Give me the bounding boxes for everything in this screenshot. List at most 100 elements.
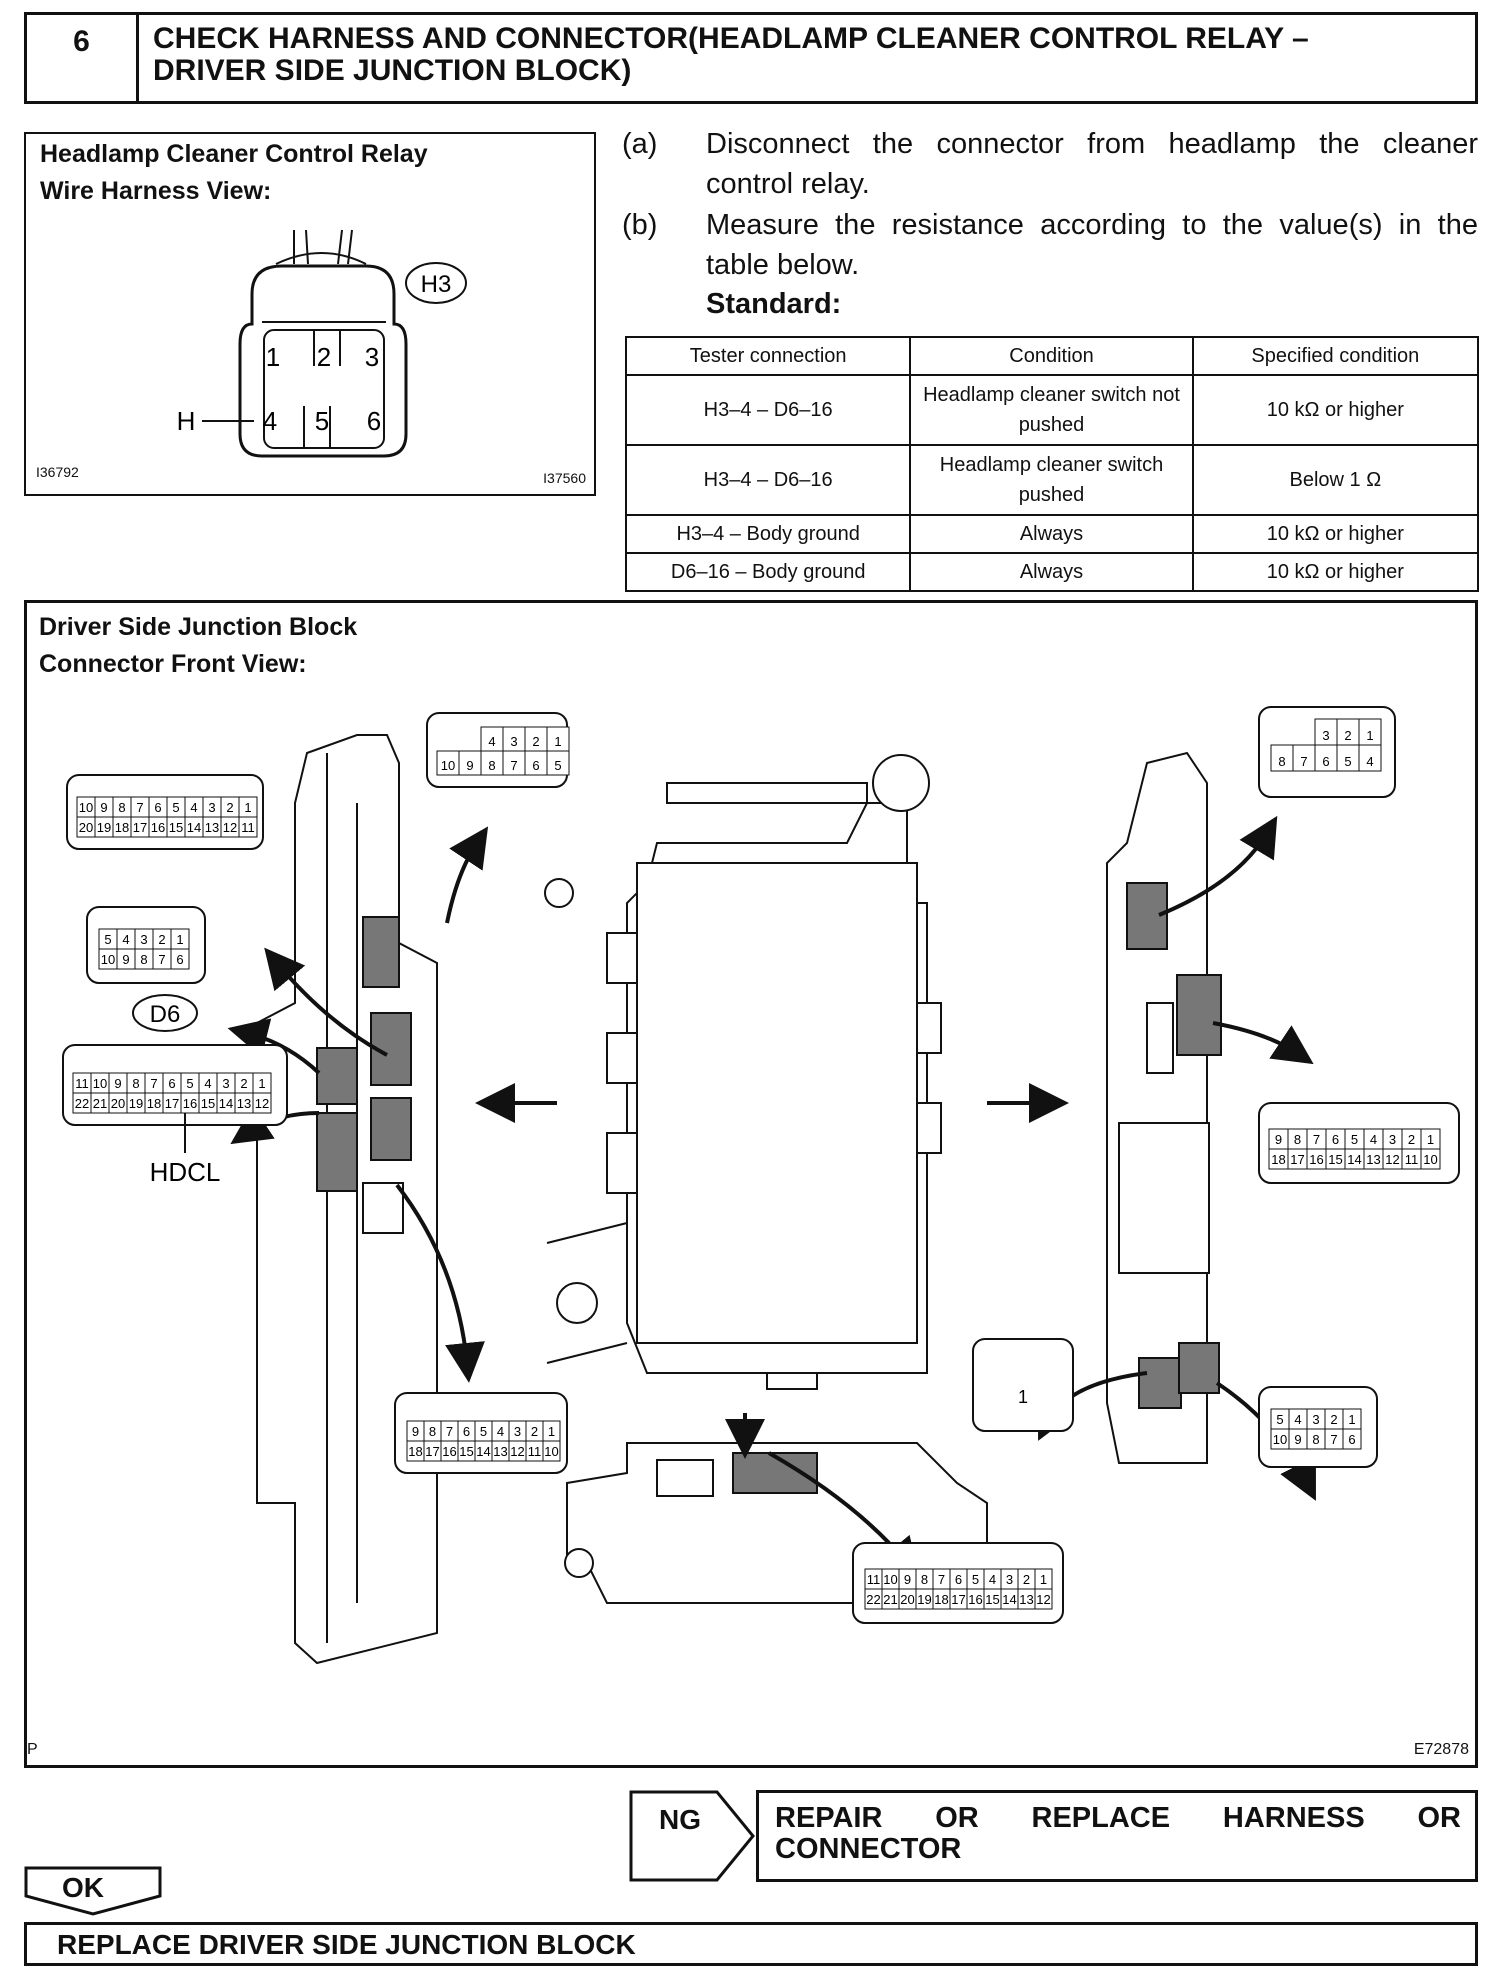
connector-pin-number: 9 bbox=[466, 758, 473, 773]
connector-pin-number: 7 bbox=[150, 1076, 157, 1091]
connector-pin-number: 17 bbox=[165, 1096, 179, 1111]
instruction-b-tag: (b) bbox=[622, 209, 658, 241]
final-action-text: REPLACE DRIVER SIDE JUNCTION BLOCK bbox=[57, 1929, 636, 1960]
connector-pin-number: 16 bbox=[151, 820, 165, 835]
relay-pin-pointer-label: H bbox=[177, 406, 196, 436]
connector-pin-number: 13 bbox=[493, 1444, 507, 1459]
connector-pin-number: 1 bbox=[258, 1076, 265, 1091]
table-cell: H3–4 – D6–16 bbox=[624, 374, 912, 446]
connector-pin-number: 17 bbox=[951, 1592, 965, 1607]
connector-pin-number: 10 bbox=[1423, 1152, 1437, 1167]
d6-label: D6 bbox=[150, 1001, 181, 1028]
connector-pin-number: 7 bbox=[1330, 1432, 1337, 1447]
connector-pin-number: 5 bbox=[1344, 754, 1351, 769]
junction-figure-title-line2: Connector Front View: bbox=[39, 650, 307, 678]
connector-pin-number: 11 bbox=[1405, 1152, 1419, 1167]
connector-pin-cell bbox=[546, 750, 570, 776]
connector-pin-number: 7 bbox=[1313, 1132, 1320, 1147]
connector-pin-number: 1 bbox=[1366, 728, 1373, 743]
junction-figure-code: E72878 bbox=[1413, 1741, 1469, 1758]
connector-pin-number: 1 bbox=[176, 932, 183, 947]
connector-pin-number: 4 bbox=[204, 1076, 211, 1091]
connector-pin-number: 15 bbox=[201, 1096, 215, 1111]
table-cell: Headlamp cleaner switch pushed bbox=[909, 444, 1194, 516]
connector-pin-number: 1 bbox=[1348, 1412, 1355, 1427]
connector-pin-number: 1 bbox=[548, 1424, 555, 1439]
connector-pin-number: 12 bbox=[223, 820, 237, 835]
table-header: Tester connection bbox=[624, 336, 912, 376]
connector-pin-number: 13 bbox=[205, 820, 219, 835]
connector-pin-number: 16 bbox=[183, 1096, 197, 1111]
connector-pin-number: 3 bbox=[208, 800, 215, 815]
connector-pin-number: 15 bbox=[1328, 1152, 1342, 1167]
connector-pin-cell bbox=[1358, 744, 1382, 772]
connector-pin-number: 18 bbox=[147, 1096, 161, 1111]
connector-pin-number: 14 bbox=[1347, 1152, 1361, 1167]
table-cell: H3–4 – D6–16 bbox=[624, 444, 912, 516]
connector-pin-number: 5 bbox=[1351, 1132, 1358, 1147]
connector-pin-number: 2 bbox=[1408, 1132, 1415, 1147]
connector-pin-number: 9 bbox=[100, 800, 107, 815]
relay-connector-label: H3 bbox=[421, 271, 452, 298]
connector-pin-number: 18 bbox=[934, 1592, 948, 1607]
connector-pin-number: 8 bbox=[132, 1076, 139, 1091]
connector-pin-number: 10 bbox=[441, 758, 455, 773]
table-cell: 10 kΩ or higher bbox=[1191, 514, 1480, 554]
connector-pin-number: 7 bbox=[938, 1572, 945, 1587]
single-connector-pin: 1 bbox=[1018, 1387, 1028, 1407]
table-cell: H3–4 – Body ground bbox=[624, 514, 912, 554]
connector-pin-number: 6 bbox=[1348, 1432, 1355, 1447]
connector-pin-number: 3 bbox=[1312, 1412, 1319, 1427]
connector-pin-number: 9 bbox=[1294, 1432, 1301, 1447]
connector-pin-number: 11 bbox=[528, 1444, 542, 1459]
connector-pin-number: 4 bbox=[190, 800, 197, 815]
connector-pin-number: 11 bbox=[75, 1076, 89, 1091]
connector-pin-number: 15 bbox=[985, 1592, 999, 1607]
relay-figure-title-line2: Wire Harness View: bbox=[40, 177, 272, 205]
connector-pin-number: 6 bbox=[532, 758, 539, 773]
connector-pin-number: 8 bbox=[118, 800, 125, 815]
connector-pin-number: 22 bbox=[866, 1592, 880, 1607]
connector-pin-cell bbox=[1420, 1148, 1441, 1170]
connector-pin-number: 14 bbox=[476, 1444, 490, 1459]
connector-pin-number: 9 bbox=[904, 1572, 911, 1587]
connector-pin-number: 4 bbox=[488, 734, 495, 749]
instruction-b-text: Measure the resistance according to the … bbox=[706, 209, 1478, 281]
spec-table: Tester connection Condition Specified co… bbox=[624, 336, 1480, 592]
connector-pin-number: 4 bbox=[989, 1572, 996, 1587]
table-header: Condition bbox=[909, 336, 1194, 376]
connector-pin-number: 9 bbox=[114, 1076, 121, 1091]
step-number: 6 bbox=[27, 15, 139, 101]
relay-figure-title: Headlamp Cleaner Control Relay Wire Harn… bbox=[40, 136, 428, 210]
connector-pin-number: 16 bbox=[968, 1592, 982, 1607]
junction-figure-title-line1: Driver Side Junction Block bbox=[39, 613, 358, 641]
connector-pin-cell bbox=[170, 948, 190, 970]
connector-pin-number: 11 bbox=[241, 820, 255, 835]
connector-pin-number: 6 bbox=[1322, 754, 1329, 769]
connector-pin-number: 2 bbox=[1344, 728, 1351, 743]
connector-pin-number: 8 bbox=[140, 952, 147, 967]
connector-pin-number: 6 bbox=[1332, 1132, 1339, 1147]
connector-pin-number: 3 bbox=[1389, 1132, 1396, 1147]
connector-pin-number: 3 bbox=[140, 932, 147, 947]
ng-arrow-shape bbox=[629, 1790, 755, 1882]
relay-pin: 1 bbox=[266, 342, 280, 372]
connector-pin-number: 10 bbox=[79, 800, 93, 815]
table-cell: Always bbox=[909, 552, 1194, 592]
connector-pin-number: 10 bbox=[93, 1076, 107, 1091]
d6-oval bbox=[132, 994, 198, 1032]
connector-pin-number: 16 bbox=[1309, 1152, 1323, 1167]
connector-pin-number: 19 bbox=[97, 820, 111, 835]
connector-pin-number: 17 bbox=[1290, 1152, 1304, 1167]
relay-pin: 6 bbox=[367, 406, 381, 436]
connector-pin-number: 2 bbox=[1330, 1412, 1337, 1427]
connector-pin-number: 17 bbox=[425, 1444, 439, 1459]
table-row: H3–4 – D6–16 Headlamp cleaner switch not… bbox=[624, 374, 1480, 446]
connector-pin-number: 19 bbox=[917, 1592, 931, 1607]
step-header: 6 CHECK HARNESS AND CONNECTOR(HEADLAMP C… bbox=[24, 12, 1478, 104]
connector-pin-number: 20 bbox=[79, 820, 93, 835]
connector-pin-number: 1 bbox=[1427, 1132, 1434, 1147]
table-row: H3–4 – D6–16 Headlamp cleaner switch pus… bbox=[624, 444, 1480, 516]
junction-figure-corner-label: P bbox=[27, 1741, 38, 1758]
